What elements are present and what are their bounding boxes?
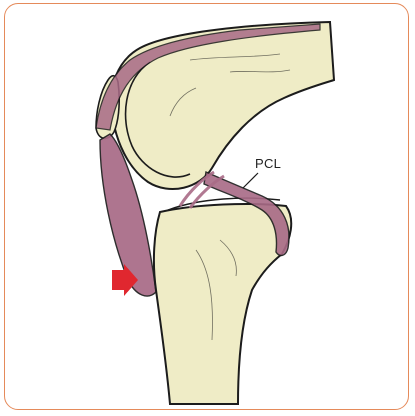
tibia	[154, 204, 291, 404]
pcl-leader-line	[243, 173, 258, 188]
pcl-label: PCL	[255, 156, 281, 171]
